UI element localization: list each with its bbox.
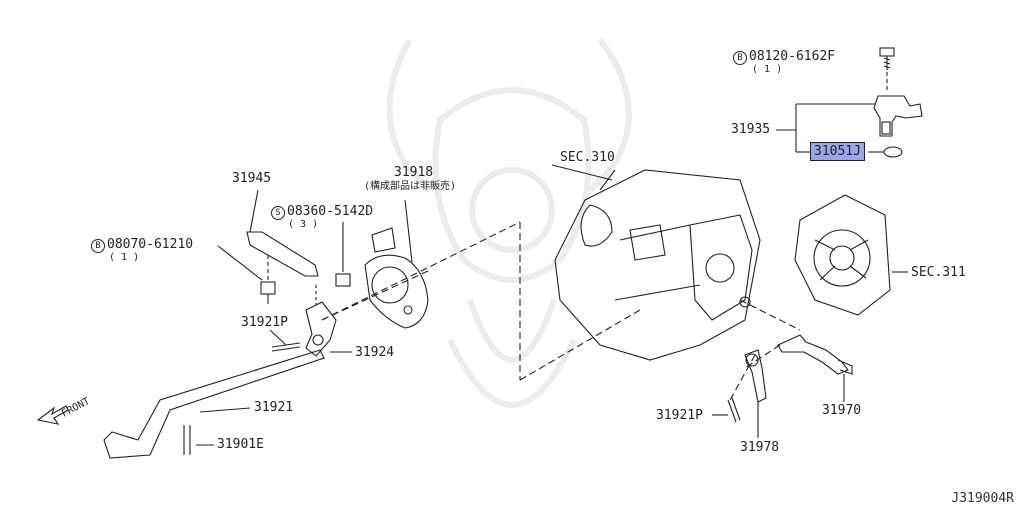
- bellhousing-drawing: [794, 194, 908, 316]
- lever-31924-drawing: [305, 285, 352, 357]
- cable-31970-drawing: [777, 334, 853, 402]
- label-31921p-right: 31921P: [656, 408, 703, 423]
- label-31918: 31918: [394, 165, 434, 180]
- label-31945: 31945: [232, 171, 272, 186]
- label-31051j: 31051J: [810, 142, 865, 161]
- label-31924: 31924: [355, 345, 395, 360]
- transmission-case-drawing: [551, 164, 761, 361]
- label-31978: 31978: [740, 440, 780, 455]
- diagram-code: J319004R: [951, 491, 1014, 506]
- watermark-emblem: [386, 38, 632, 408]
- pin-right-drawing: [712, 397, 741, 423]
- dashed-assembly-box: [321, 221, 801, 401]
- sensor-body-drawing: [873, 95, 923, 158]
- label-31935: 31935: [731, 122, 771, 137]
- inhibitor-switch-drawing: [364, 199, 429, 329]
- label-bolt-sensor-qty: ( 1 ): [752, 64, 783, 75]
- switch-bolt-drawing: [335, 222, 351, 287]
- shift-rod-drawing: [103, 349, 325, 459]
- sensor-leader-lines: [776, 103, 884, 153]
- bolt-prefix-icon: S: [271, 206, 285, 220]
- label-31918-note: (構成部品は非販売): [364, 181, 457, 192]
- label-sec-310: SEC.310: [560, 150, 615, 165]
- sensor-bolt-drawing: [879, 47, 895, 90]
- lever-31945-drawing: [217, 189, 319, 304]
- label-sec-311: SEC.311: [911, 265, 966, 280]
- label-31970: 31970: [822, 403, 862, 418]
- label-bolt-lever-qty: ( 1 ): [109, 252, 140, 263]
- label-31921p-left: 31921P: [241, 315, 288, 330]
- bolt-prefix-icon: B: [733, 51, 747, 65]
- pin-left-drawing: [269, 329, 301, 352]
- label-bolt-switch-qty: ( 3 ): [288, 219, 319, 230]
- label-31901e: 31901E: [217, 437, 264, 452]
- bolt-prefix-icon: B: [91, 239, 105, 253]
- label-31921: 31921: [254, 400, 294, 415]
- front-arrow-icon: [36, 405, 69, 425]
- spring-31978-drawing: [744, 349, 767, 438]
